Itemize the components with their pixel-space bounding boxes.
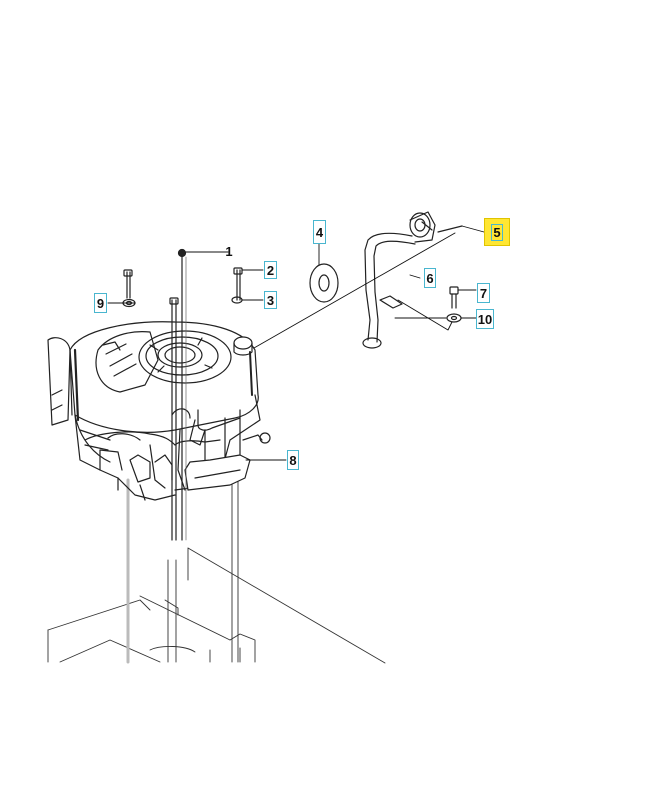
center-rods	[169, 297, 179, 541]
callout-2[interactable]: 2	[264, 261, 277, 279]
leader-lines	[107, 225, 485, 461]
oil-fill-tube-item-6	[362, 232, 416, 349]
bolt-item-2	[233, 267, 243, 301]
callout-3[interactable]: 3	[264, 291, 277, 309]
dipstick-item-5	[409, 211, 463, 243]
washer-item-10	[446, 313, 462, 323]
chassis-frame	[47, 469, 386, 664]
callout-6[interactable]: 6	[424, 268, 436, 288]
callout-9[interactable]: 9	[94, 293, 107, 313]
bolt-item-7	[449, 286, 459, 309]
gasket-item-4	[309, 263, 339, 303]
callout-7[interactable]: 7	[477, 283, 490, 303]
bolt-item-9-stack	[122, 269, 136, 308]
callout-1[interactable]: 1	[225, 243, 233, 259]
callout-4[interactable]: 4	[313, 220, 326, 244]
engine-assembly	[47, 321, 271, 501]
callout-5-highlighted[interactable]: 5	[484, 218, 510, 246]
stud-item-1	[177, 248, 187, 541]
callout-8[interactable]: 8	[287, 450, 299, 470]
callout-5-label: 5	[491, 223, 503, 241]
callout-10[interactable]: 10	[476, 309, 494, 329]
